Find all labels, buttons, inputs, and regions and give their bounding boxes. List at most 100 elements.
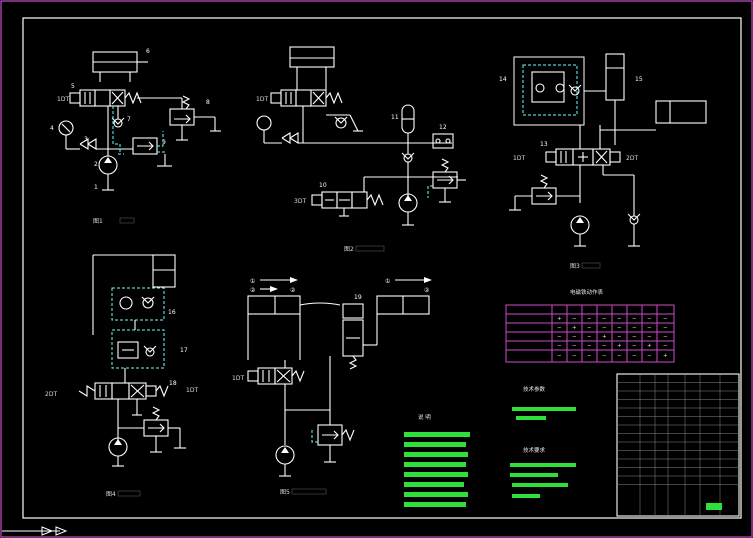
figure-4-circuit: 16 17 2DT 1DT 18 图4 xyxy=(45,254,198,498)
action-table-mark: − xyxy=(587,343,592,349)
action-table-mark: − xyxy=(602,353,607,359)
solenoid-label-2dt-fig4: 2DT xyxy=(45,391,57,398)
action-table-mark: − xyxy=(632,325,637,331)
component-number-16: 16 xyxy=(168,309,176,316)
notes-block: 说 明 xyxy=(404,413,470,507)
drawing-border xyxy=(22,17,742,519)
cylinder-fig5-left xyxy=(247,295,301,315)
pressure-switch-12 xyxy=(432,133,454,149)
action-table-mark: − xyxy=(647,334,652,340)
action-table-mark: − xyxy=(587,334,592,340)
solenoid-label-1dt-fig1: 1DT xyxy=(57,96,69,103)
component-number-14: 14 xyxy=(499,76,507,83)
pressure-gauge-fig2 xyxy=(256,115,272,131)
action-table-mark: − xyxy=(617,353,622,359)
action-table-mark: − xyxy=(647,325,652,331)
action-table-mark: − xyxy=(557,325,562,331)
figure-3-label: 图3 xyxy=(570,263,580,270)
action-table-title: 电磁铁动作表 xyxy=(570,288,604,296)
component-number-5: 5 xyxy=(71,83,75,90)
action-table-mark: − xyxy=(587,353,592,359)
action-table-mark: − xyxy=(557,334,562,340)
component-number-3: 3 xyxy=(84,136,88,143)
figure-1-circuit: 6 1DT 5 7 8 9 4 3 xyxy=(50,48,221,225)
component-number-7: 7 xyxy=(127,116,131,123)
action-table-mark: + xyxy=(557,316,562,322)
component-number-15: 15 xyxy=(635,76,643,83)
cylinder-fig3 xyxy=(655,100,707,124)
component-number-18: 18 xyxy=(169,380,177,387)
component-number-13: 13 xyxy=(540,141,548,148)
component-number-10: 10 xyxy=(319,182,327,189)
action-table-mark: − xyxy=(632,316,637,322)
tech-params-block: 技术参数 技术要求 xyxy=(510,385,576,498)
action-table-mark: + xyxy=(617,343,622,349)
solenoid-action-table: 电磁铁动作表 + − − − − − − − − + − − − − − − − − − + − − − − − − − − + − + − −… xyxy=(505,288,675,363)
solenoid-label-2dt-fig3: 2DT xyxy=(626,155,638,162)
action-table-mark: + xyxy=(663,353,668,359)
figure-5-label: 图5 xyxy=(280,489,290,496)
figure-2-label: 图2 xyxy=(344,246,354,253)
enclosure-16 xyxy=(111,287,165,321)
origin-arrow-marker xyxy=(2,526,68,536)
action-table-mark: − xyxy=(632,343,637,349)
circled-number-2-left: ② xyxy=(250,287,256,294)
action-table-mark: − xyxy=(602,343,607,349)
action-table-mark: − xyxy=(617,316,622,322)
action-table-mark: − xyxy=(587,325,592,331)
action-table-mark: − xyxy=(647,316,652,322)
action-table-mark: − xyxy=(663,334,668,340)
action-table-mark: − xyxy=(617,334,622,340)
figure-3-circuit: 14 15 1DT 2DT 13 图3 xyxy=(499,53,707,270)
action-table-mark: − xyxy=(587,316,592,322)
solenoid-label-1dt-fig2: 1DT xyxy=(256,96,268,103)
action-table-mark: − xyxy=(572,343,577,349)
action-table-mark: − xyxy=(602,316,607,322)
action-table-mark: − xyxy=(572,334,577,340)
component-number-19: 19 xyxy=(354,294,362,301)
action-table-mark: − xyxy=(663,316,668,322)
figure-2-circuit: 1DT 11 12 xyxy=(256,46,466,253)
params-title: 技术参数 xyxy=(523,385,546,393)
action-table-mark: − xyxy=(647,353,652,359)
circled-number-1-right: ① xyxy=(385,278,390,285)
solenoid-label-1dt-fig4: 1DT xyxy=(186,387,198,394)
component-number-6: 6 xyxy=(146,48,150,55)
action-table-mark: − xyxy=(572,316,577,322)
component-number-11: 11 xyxy=(391,114,399,121)
cylinder-15 xyxy=(605,53,625,101)
circled-number-2-right: ② xyxy=(424,287,430,294)
action-table-mark: − xyxy=(557,343,562,349)
component-number-9: 9 xyxy=(162,139,166,146)
component-number-1: 1 xyxy=(94,184,98,191)
enclosure-17 xyxy=(111,329,165,369)
action-table-mark: − xyxy=(602,325,607,331)
solenoid-label-1dt-fig3: 1DT xyxy=(513,155,525,162)
figure-5-circuit: ① ② ② 19 ① ② 1DT xyxy=(232,277,432,496)
title-block xyxy=(616,373,740,517)
action-table-mark: + xyxy=(572,325,577,331)
action-table-mark: − xyxy=(617,325,622,331)
component-number-2: 2 xyxy=(94,161,98,168)
action-table-mark: − xyxy=(663,343,668,349)
cylinder-fig4 xyxy=(152,254,176,288)
solenoid-label-3dt-fig2: 3DT xyxy=(294,198,306,205)
component-number-8: 8 xyxy=(206,99,210,106)
component-number-17: 17 xyxy=(180,347,188,354)
action-table-mark: − xyxy=(632,334,637,340)
action-table-mark: − xyxy=(663,325,668,331)
component-number-12: 12 xyxy=(439,124,447,131)
circled-number-1-left: ① xyxy=(250,278,255,285)
action-table-mark: + xyxy=(602,334,607,340)
action-table-mark: + xyxy=(647,343,652,349)
figure-1-label: 图1 xyxy=(93,218,103,225)
circled-number-2-mid: ② xyxy=(290,287,296,294)
action-table-mark: − xyxy=(557,353,562,359)
cylinder-fig2 xyxy=(289,46,335,68)
action-table-mark: − xyxy=(632,353,637,359)
solenoid-label-1dt-fig5: 1DT xyxy=(232,375,244,382)
component-number-4: 4 xyxy=(50,125,54,132)
relief-valve-8 xyxy=(169,108,195,126)
